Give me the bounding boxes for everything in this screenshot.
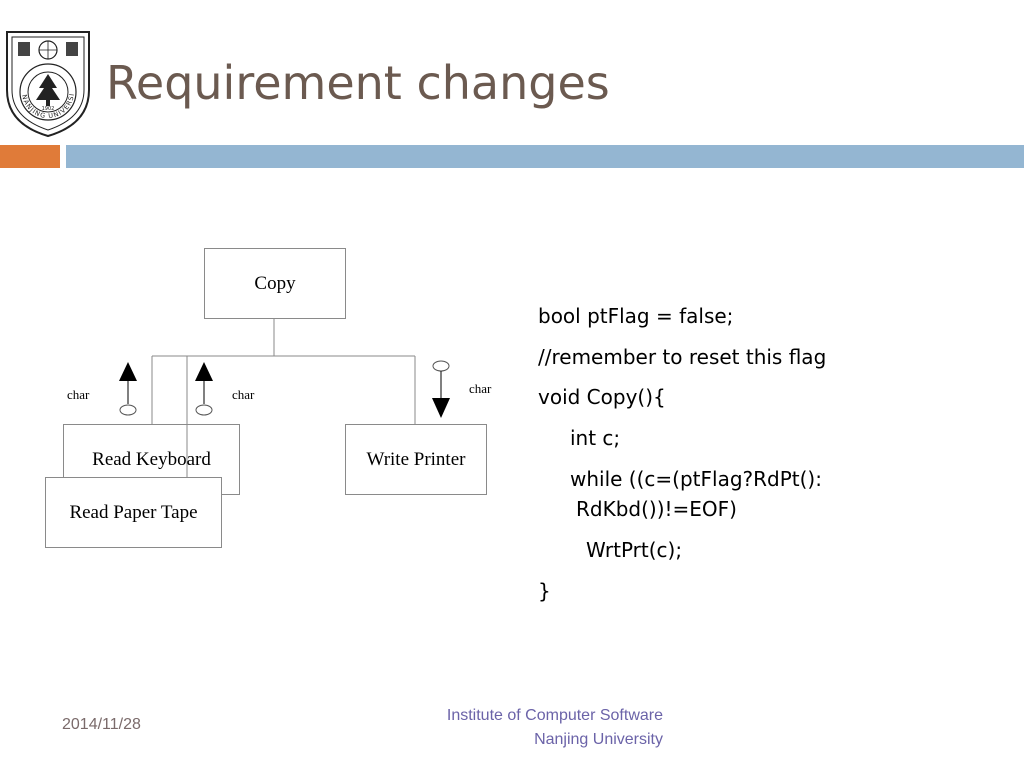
accent-bar-orange	[0, 145, 60, 168]
code-line: WrtPrt(c);	[586, 538, 683, 562]
accent-bar-blue	[66, 145, 1024, 168]
tape-char-label: char	[232, 387, 255, 402]
printer-char-label: char	[469, 381, 492, 396]
nanjing-university-logo-icon: 1902 NANJING UNIVERSITY	[3, 28, 90, 138]
footer-date: 2014/11/28	[62, 716, 141, 733]
svg-text:1902: 1902	[42, 106, 55, 112]
code-line: RdKbd())!=EOF)	[576, 497, 737, 521]
keyboard-char-label: char	[67, 387, 90, 402]
code-line: int c;	[570, 426, 621, 450]
code-line: //remember to reset this flag	[538, 345, 827, 369]
slide-title: Requirement changes	[106, 56, 610, 110]
tape-data-couple-icon	[195, 362, 213, 416]
printer-data-couple-icon	[432, 360, 450, 418]
code-line: while ((c=(ptFlag?RdPt():	[570, 467, 822, 491]
module-read-paper-tape: Read Paper Tape	[45, 477, 222, 548]
keyboard-data-couple-icon	[119, 362, 137, 416]
module-write-printer: Write Printer	[345, 424, 487, 495]
module-copy: Copy	[204, 248, 346, 319]
footer-institute-line1: Institute of Computer Software	[446, 707, 663, 724]
footer-institute-line2: Nanjing University	[534, 731, 663, 748]
code-line: }	[538, 579, 551, 603]
footer-institute: Institute of Computer Software Nanjing U…	[447, 704, 663, 752]
code-line: bool ptFlag = false;	[538, 304, 734, 328]
code-line: void Copy(){	[538, 385, 666, 409]
